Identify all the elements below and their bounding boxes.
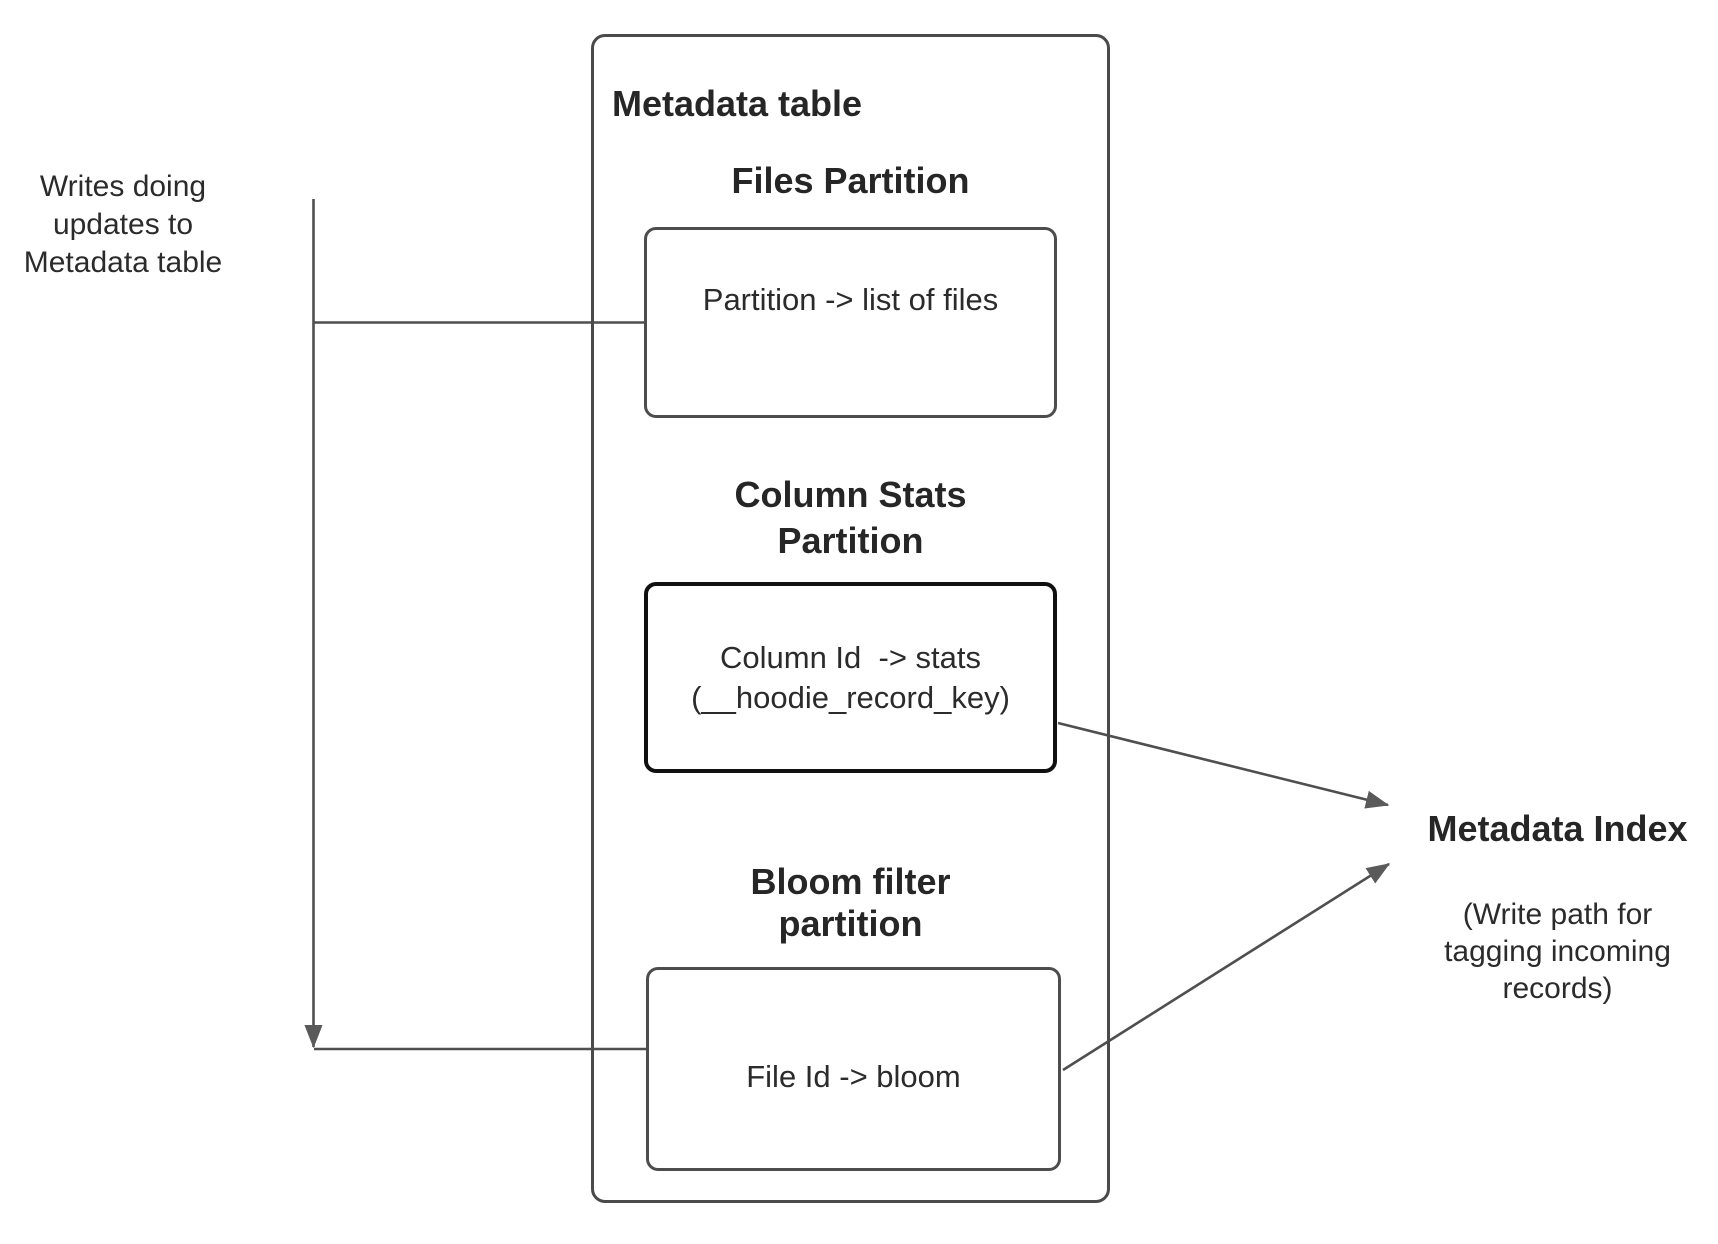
metadata-index-title: Metadata Index bbox=[1427, 808, 1688, 849]
metadata-table-container bbox=[591, 34, 1110, 1203]
column-stats-partition-heading: Column Stats Partition bbox=[734, 474, 967, 561]
column-stats-partition-box: Column Id -> stats (__hoodie_record_key) bbox=[644, 582, 1057, 773]
bloom-filter-partition-box: File Id -> bloom bbox=[646, 967, 1061, 1171]
bloom-filter-partition-label: File Id -> bloom bbox=[746, 1059, 961, 1094]
metadata-table-title: Metadata table bbox=[612, 83, 863, 124]
files-partition-box: Partition -> list of files bbox=[644, 227, 1057, 418]
files-partition-label: Partition -> list of files bbox=[702, 281, 999, 317]
files-partition-heading: Files Partition bbox=[731, 160, 970, 201]
column-stats-partition-label: Column Id -> stats (__hoodie_record_key) bbox=[691, 639, 1010, 715]
bloom-filter-partition-heading: Bloom filter partition bbox=[750, 861, 951, 944]
metadata-index-subtitle: (Write path for tagging incoming records… bbox=[1444, 898, 1671, 1005]
writes-note: Writes doing updates to Metadata table bbox=[23, 170, 223, 279]
bloom-to-index-arrow bbox=[1062, 862, 1391, 1072]
